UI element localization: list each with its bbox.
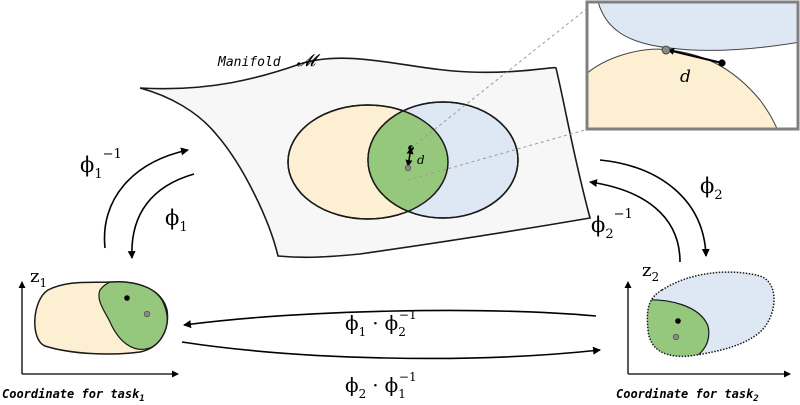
coord-system-task2 bbox=[624, 271, 791, 378]
zoom-point-task2 bbox=[661, 45, 671, 55]
distance-segment bbox=[405, 147, 414, 167]
phi2-label: ϕ2 bbox=[700, 174, 723, 203]
zoom-distance-label: d bbox=[680, 67, 691, 87]
arrow-phi2-inverse bbox=[589, 179, 681, 263]
z2-point-task1 bbox=[675, 318, 681, 324]
transition-bottom-label: ϕ2·ϕ1−1 bbox=[345, 370, 417, 401]
zoom-guide-bottom bbox=[407, 127, 593, 181]
zoom-inset: d bbox=[585, 0, 800, 131]
task1-outline bbox=[287, 104, 449, 220]
z1-point-task1 bbox=[124, 295, 130, 301]
zoom-point-task1 bbox=[718, 59, 726, 67]
arrow-phi2 bbox=[599, 159, 710, 257]
transition-top-label: ϕ1·ϕ2−1 bbox=[345, 308, 417, 339]
z2-label: z2 bbox=[642, 260, 659, 284]
z2-point-task2 bbox=[672, 333, 680, 341]
task2-outline bbox=[367, 101, 519, 219]
phi2-inverse-label: ϕ2−1 bbox=[591, 207, 633, 242]
coord-system-task1 bbox=[18, 281, 179, 378]
manifold-label: Manifold 𝓜 bbox=[217, 51, 320, 71]
z1-point-task2 bbox=[143, 310, 151, 318]
arrow-transition-bottom bbox=[181, 341, 601, 360]
z1-label: z1 bbox=[30, 266, 47, 290]
arrow-transition-top bbox=[183, 309, 597, 329]
zoom-guide-top bbox=[410, 2, 595, 149]
coord-task1-caption: Coordinate for task1 bbox=[2, 387, 145, 404]
phi1-inverse-label: ϕ1−1 bbox=[80, 147, 122, 182]
distance-label: d bbox=[417, 153, 425, 167]
overlap-region bbox=[368, 105, 448, 218]
phi1-label: ϕ1 bbox=[165, 206, 188, 235]
zoom-distance-arrow bbox=[667, 48, 723, 64]
arrow-phi1 bbox=[127, 173, 195, 259]
point-task2 bbox=[404, 164, 412, 172]
coord-task2-caption: Coordinate for task2 bbox=[616, 387, 759, 404]
arrow-phi1-inverse bbox=[103, 147, 189, 249]
